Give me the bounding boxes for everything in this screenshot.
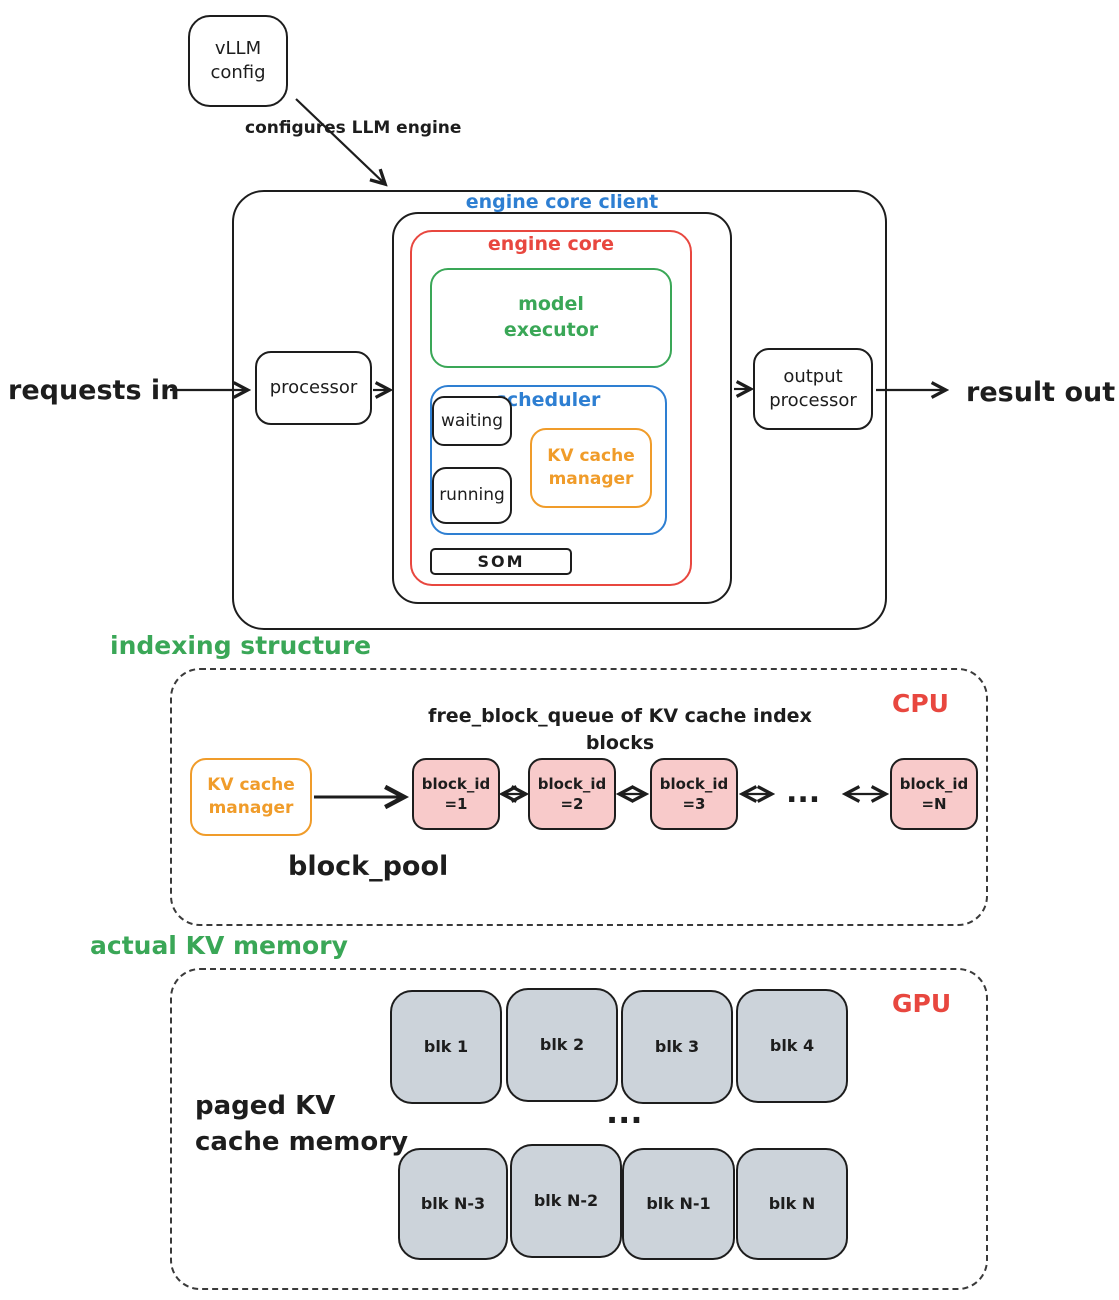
gpu-label: GPU [892,989,952,1018]
indexing-structure-label: indexing structure [110,631,372,660]
block-pool-label: block_pool [288,851,449,882]
gpu-region-box [170,968,988,1290]
cpu-label: CPU [892,689,949,718]
engine-core-client-label: engine core client [465,191,659,213]
engine-core-client-box [392,212,732,604]
block-id-node-3: block_id =3 [650,758,738,830]
engine-core-box [410,230,692,586]
block-id-node-2: block_id =2 [528,758,616,830]
ellipsis-gpu: ... [606,1093,643,1131]
som-box: SOM [430,548,572,575]
running-box: running [432,467,512,524]
blk-node-1: blk 1 [390,990,502,1104]
requests-in-label: requests in [8,375,180,406]
result-out-label: result out [966,377,1116,408]
blk-node-3: blk 3 [621,990,733,1104]
engine-core-label: engine core [487,233,615,255]
waiting-box: waiting [432,396,512,446]
block-id-node-N: block_id =N [890,758,978,830]
output-processor-box: output processor [753,348,873,430]
free-block-queue-title: free_block_queue of KV cache index block… [428,705,812,754]
scheduler-label: scheduler [495,389,601,411]
blk-node-4: blk 4 [736,989,848,1103]
blk-node-n2: blk N-2 [510,1144,622,1258]
llm-engine-box [232,190,887,630]
arrow-config-to-engine [295,98,384,183]
paged-kv-cache-memory-label: paged KV cache memory [195,1091,409,1158]
blk-node-2: blk 2 [506,988,618,1102]
vllm-config-box: vLLM config [188,15,288,107]
blk-node-n1: blk N-1 [622,1148,735,1260]
kv-cache-manager-box: KV cache manager [530,428,652,508]
actual-kv-memory-label: actual KV memory [90,931,348,960]
scheduler-box [430,385,667,535]
cpu-region-box [170,668,988,926]
ellipsis-cpu: ... [786,775,821,810]
kv-cache-manager-box-cpu: KV cache manager [190,758,312,836]
blk-node-n: blk N [736,1148,848,1260]
blk-node-n3: blk N-3 [398,1148,508,1260]
configures-engine-label: configures LLM engine [245,118,462,138]
block-id-node-1: block_id =1 [412,758,500,830]
model-executor-box: model executor [430,268,672,368]
processor-box: processor [255,351,372,425]
